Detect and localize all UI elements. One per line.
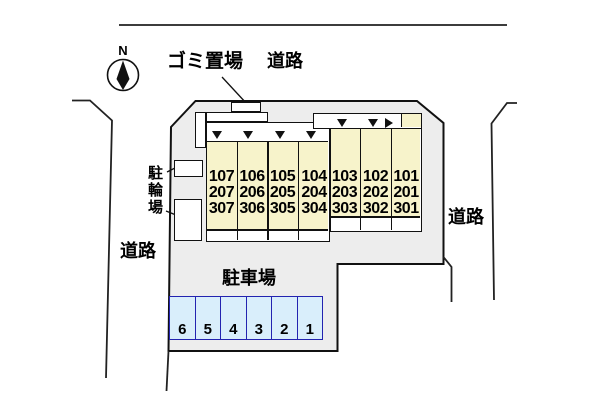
entrance-triangle-icon [274, 131, 285, 139]
unit-label-106: 106 [239, 168, 265, 185]
right-wing-divider-2 [390, 129, 392, 230]
parking-space-5: 5 [194, 297, 221, 339]
road-right-outer-line [490, 102, 517, 301]
unit-label-306: 306 [239, 200, 265, 217]
road-top-label: 道路 [267, 51, 303, 71]
unit-label-301: 301 [393, 200, 419, 217]
entrance-triangle-icon [305, 131, 316, 139]
unit-label-206: 206 [239, 184, 265, 201]
building-left-wing [206, 122, 330, 242]
road-right-label: 道路 [448, 207, 484, 227]
building-stair-box [195, 112, 206, 148]
unit-label-105: 105 [269, 168, 296, 185]
right-corner-unit-area [400, 114, 421, 127]
entrance-triangle-icon [242, 131, 253, 139]
bicycle-parking-label: 駐輪場 [146, 165, 163, 216]
entrance-triangle-icon [336, 119, 347, 127]
unit-label-304: 304 [301, 200, 327, 217]
right-wing-divider-1 [359, 129, 361, 230]
entrance-triangle-icon [367, 119, 378, 127]
left-wing-divider-1 [236, 141, 238, 240]
unit-label-201: 201 [393, 184, 419, 201]
right-wing-balcony-line [331, 216, 420, 218]
unit-label-303: 303 [331, 200, 358, 217]
unit-label-202: 202 [362, 184, 389, 201]
building-top-box [206, 112, 268, 122]
left-wing-divider-2 [267, 141, 269, 240]
unit-label-205: 205 [269, 184, 296, 201]
entrance-triangle-icon [211, 131, 222, 139]
garbage-leader-line [221, 76, 248, 105]
parking-space-2: 2 [271, 297, 297, 339]
parking-space-3: 3 [245, 297, 272, 339]
unit-label-103: 103 [331, 168, 358, 185]
lot-left-extension-line [165, 350, 170, 392]
unit-label-107: 107 [208, 168, 235, 185]
unit-label-305: 305 [269, 200, 296, 217]
compass-needle-icon [116, 60, 130, 90]
right-wing-units-area [331, 129, 420, 216]
parking-row: 6 5 4 3 2 1 [169, 296, 323, 340]
unit-label-101: 101 [393, 168, 419, 185]
road-left-outer-line [72, 99, 113, 379]
bicycle-parking-box-1 [174, 160, 203, 177]
unit-label-104: 104 [301, 168, 327, 185]
garbage-area-box [231, 102, 261, 112]
car-parking-label: 駐車場 [222, 268, 276, 288]
unit-label-207: 207 [208, 184, 235, 201]
unit-label-307: 307 [208, 200, 235, 217]
lot-right-corner-line [442, 256, 453, 302]
building-right-wing [330, 128, 422, 232]
unit-label-302: 302 [362, 200, 389, 217]
unit-label-102: 102 [362, 168, 389, 185]
parking-space-6: 6 [178, 321, 187, 338]
compass-north-label: N [118, 43, 128, 58]
entrance-arrow-right-icon [385, 118, 393, 128]
parking-space-1: 1 [296, 297, 323, 339]
parking-space-4: 4 [220, 297, 246, 339]
bicycle-parking-box-2 [174, 199, 202, 241]
unit-label-203: 203 [331, 184, 358, 201]
road-left-label: 道路 [120, 241, 156, 261]
garbage-area-label: ゴミ置場 [167, 51, 244, 72]
left-wing-divider-3 [297, 141, 299, 240]
unit-label-204: 204 [301, 184, 327, 201]
